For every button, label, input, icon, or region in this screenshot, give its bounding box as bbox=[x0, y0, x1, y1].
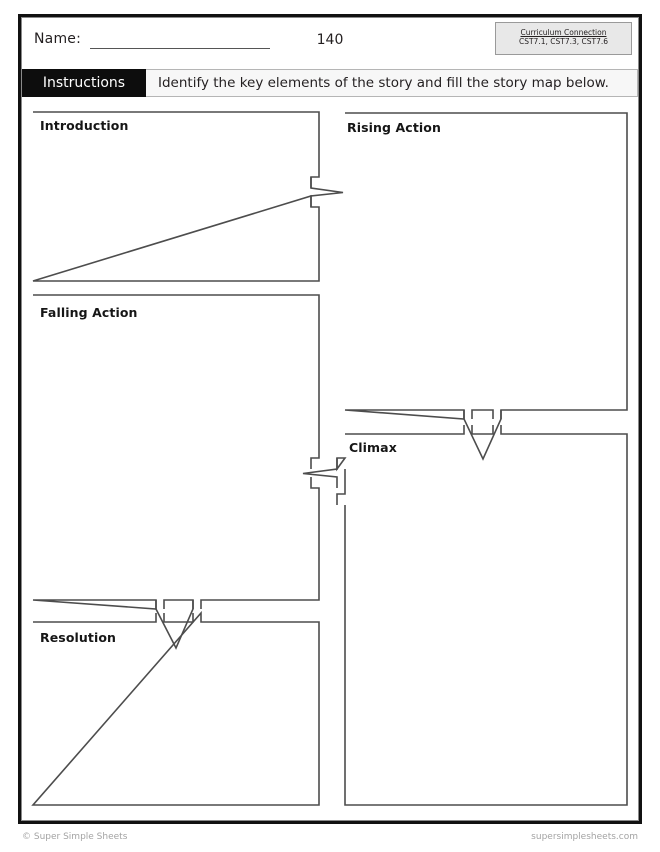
page-outer-border bbox=[18, 14, 642, 824]
resolution-box-title: Resolution bbox=[40, 630, 117, 645]
footer: © Super Simple Sheets supersimplesheets.… bbox=[22, 832, 638, 848]
curriculum-connection-title: Curriculum Connection bbox=[520, 28, 607, 37]
curriculum-connection-box: Curriculum Connection CST7.1, CST7.3, CS… bbox=[495, 22, 632, 55]
falling-action-answer-area[interactable] bbox=[34, 322, 318, 599]
name-label: Name: bbox=[34, 31, 82, 47]
instructions-bar: Instructions Identify the key elements o… bbox=[22, 69, 638, 97]
footer-copyright: © Super Simple Sheets bbox=[22, 832, 128, 842]
falling-action-box-title: Falling Action bbox=[40, 305, 138, 320]
footer-website: supersimplesheets.com bbox=[531, 832, 638, 842]
curriculum-connection-codes: CST7.1, CST7.3, CST7.6 bbox=[518, 37, 609, 47]
resolution-answer-area[interactable] bbox=[34, 648, 318, 804]
header-row: Name: 140 Curriculum Connection CST7.1, … bbox=[22, 18, 638, 66]
instructions-text: Identify the key elements of the story a… bbox=[158, 75, 609, 91]
introduction-answer-area[interactable] bbox=[34, 134, 318, 280]
rising-action-answer-area[interactable] bbox=[346, 136, 626, 409]
name-input-line[interactable] bbox=[90, 48, 270, 49]
climax-box-title: Climax bbox=[349, 440, 397, 455]
instructions-text-container: Identify the key elements of the story a… bbox=[146, 69, 638, 97]
climax-answer-area[interactable] bbox=[346, 458, 626, 804]
rising-action-box-title: Rising Action bbox=[347, 120, 441, 135]
introduction-box-title: Introduction bbox=[40, 118, 129, 133]
page-number: 140 bbox=[316, 32, 344, 48]
instructions-tab-label: Instructions bbox=[22, 69, 146, 97]
